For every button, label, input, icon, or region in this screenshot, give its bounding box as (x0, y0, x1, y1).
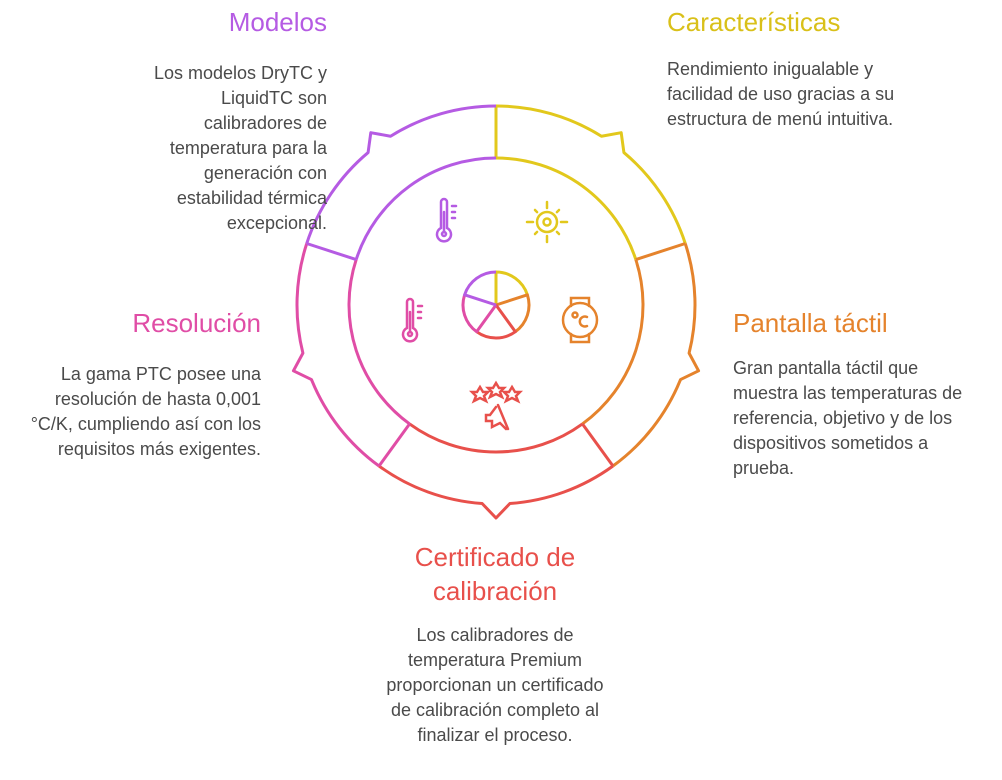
resolucion-outer-arc (291, 243, 380, 468)
modelos-text: Los modelos DryTC y LiquidTC son calibra… (153, 63, 327, 233)
resolucion-divider (377, 423, 411, 467)
thermometer-icon (401, 297, 424, 343)
caracteristicas-title: Características (667, 7, 841, 37)
rating-stars-icon (468, 380, 524, 431)
thermometer-icon (435, 197, 458, 243)
caracteristicas-inner-arc (495, 156, 638, 261)
pantalla-outer-arc (612, 243, 701, 468)
smartwatch-icon (561, 296, 599, 344)
modelos-divider (306, 242, 357, 262)
certificado-title: Certificado de calibración (414, 542, 576, 606)
caracteristicas-outer-arc (495, 104, 687, 244)
sun-icon (525, 200, 569, 244)
certificado-divider (581, 423, 615, 467)
modelos-title: Modelos (228, 7, 327, 37)
certificado-outer-arc (378, 464, 614, 520)
caracteristicas-pie-slice (494, 270, 529, 305)
modelos-inner-arc (354, 156, 497, 261)
resolucion-text: La gama PTC posee una resolución de hast… (30, 364, 261, 459)
resolucion-title: Resolución (132, 308, 261, 338)
pantalla-pie-slice (495, 293, 531, 333)
resolucion-pie-slice (461, 294, 498, 334)
pantalla-text: Gran pantalla táctil que muestra las tem… (733, 358, 963, 478)
caracteristicas-text: Rendimiento inigualable y facilidad de u… (667, 59, 895, 129)
pantalla-divider (635, 242, 686, 262)
certificado-pie-slice (475, 304, 517, 340)
pantalla-inner-arc (581, 259, 645, 426)
modelos-pie-slice (463, 270, 497, 307)
certificado-text: Los calibradores de temperatura Premium … (386, 625, 604, 745)
pantalla-title: Pantalla táctil (733, 308, 888, 338)
modelos-outer-arc (305, 104, 497, 244)
certificado-inner-arc (408, 422, 584, 454)
resolucion-inner-arc (347, 259, 411, 426)
